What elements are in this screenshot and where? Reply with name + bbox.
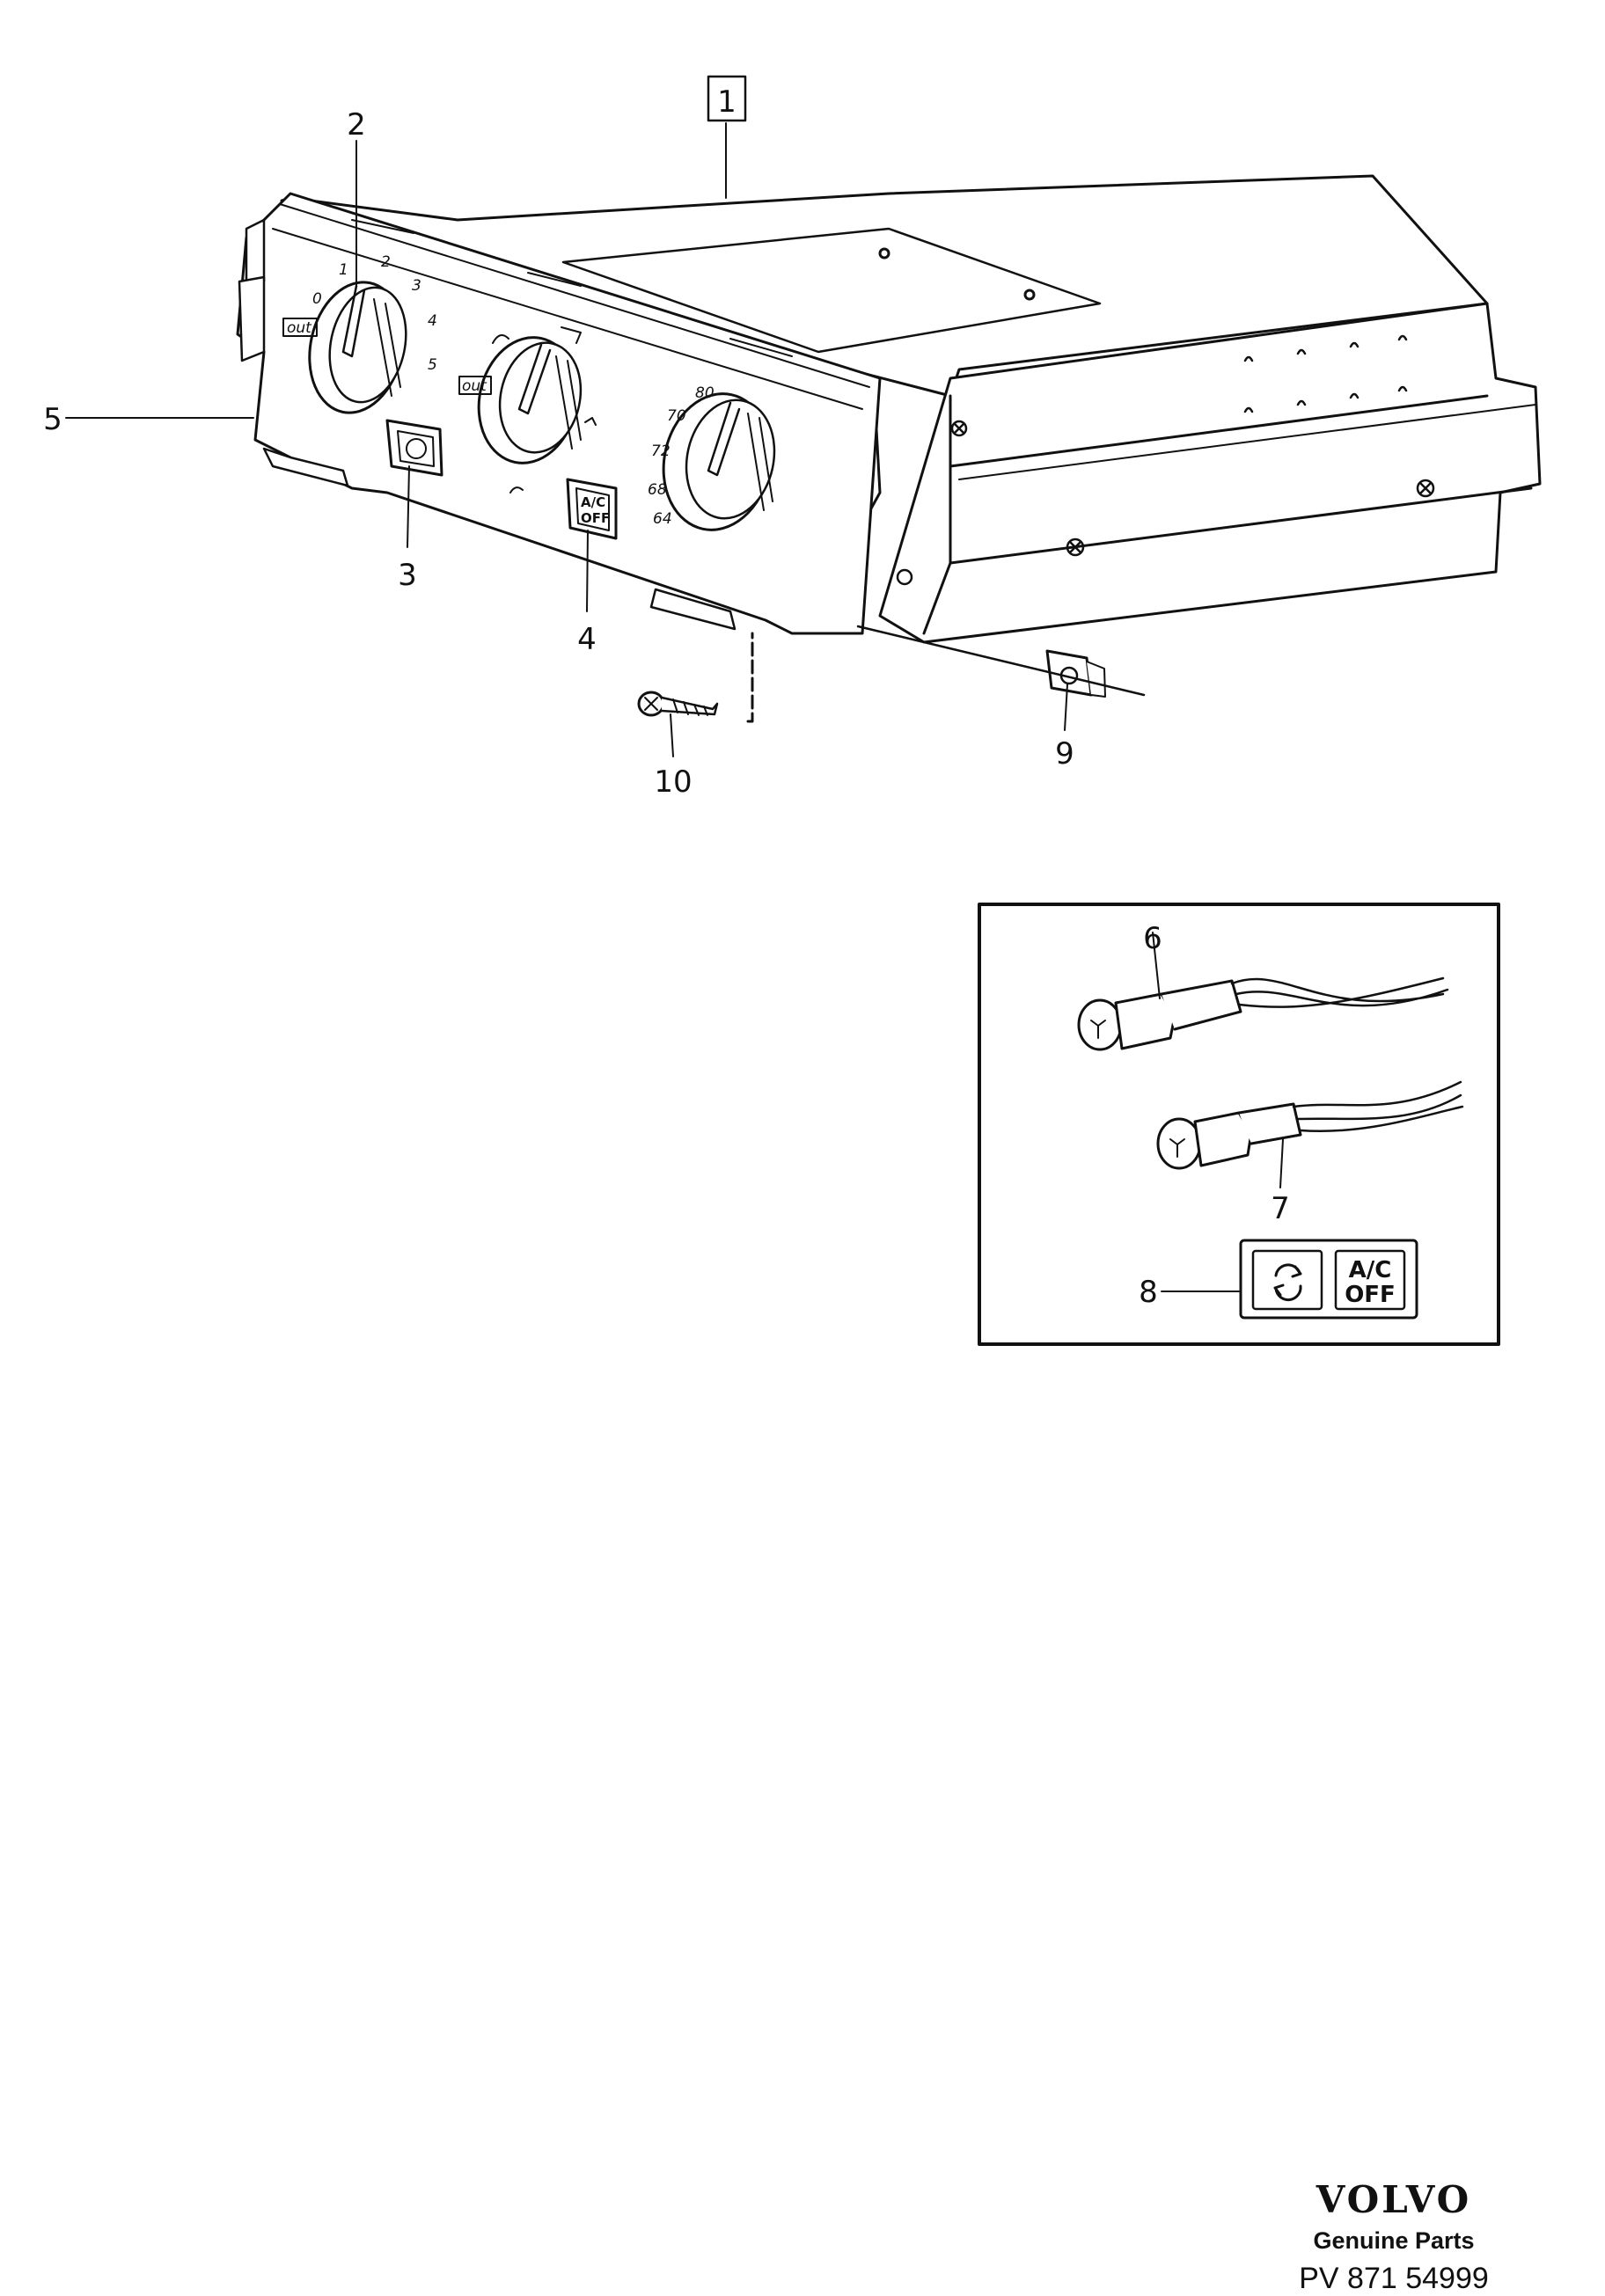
svg-text:68: 68 xyxy=(648,481,667,499)
housing-top-plate xyxy=(561,227,1102,354)
callout-4: 4 xyxy=(577,622,597,657)
button-set-8 xyxy=(1239,1239,1418,1320)
temperature-knob xyxy=(662,392,776,531)
out-label-mid: out xyxy=(462,377,487,395)
brand-logo: VOLVO xyxy=(1316,2178,1472,2221)
inset-frame xyxy=(978,903,1500,1346)
diagram-code: PV 871 54999 xyxy=(1299,2262,1489,2295)
screw-10 xyxy=(637,691,719,717)
housing-side xyxy=(878,302,1542,644)
recirculation-button xyxy=(385,419,443,477)
callout-10: 10 xyxy=(654,764,692,800)
inset-ac-line2: OFF xyxy=(1345,1282,1396,1308)
mid-knob-out-label xyxy=(458,376,492,395)
temperature-scale: 80 70 72 68 64 xyxy=(648,384,715,528)
callout-8: 8 xyxy=(1139,1275,1158,1310)
callout-9: 9 xyxy=(1055,736,1074,771)
genuine-parts-label: Genuine Parts xyxy=(1313,2227,1475,2254)
svg-text:5: 5 xyxy=(428,356,437,374)
panel-ac-line1: A/C xyxy=(581,494,605,510)
climate-control-unit xyxy=(280,174,1542,644)
callout-3: 3 xyxy=(398,558,417,593)
svg-text:70: 70 xyxy=(667,407,686,425)
clip-nut-9 xyxy=(1045,649,1106,698)
fan-knob-out-label xyxy=(282,318,318,337)
fan-speed-knob xyxy=(308,281,407,414)
callout-1: 1 xyxy=(717,84,737,120)
svg-text:1: 1 xyxy=(339,261,348,279)
side-screws xyxy=(896,420,1435,586)
panel-ac-line2: OFF xyxy=(581,510,610,526)
bulb-6 xyxy=(1077,976,1449,1051)
svg-text:64: 64 xyxy=(653,510,672,528)
air-distribution-knob xyxy=(477,326,597,494)
callout-1-box xyxy=(707,75,747,122)
vent-holes xyxy=(1243,334,1408,413)
callout-5: 5 xyxy=(43,402,62,437)
svg-text:3: 3 xyxy=(412,277,421,295)
svg-text:80: 80 xyxy=(695,384,715,402)
svg-text:0: 0 xyxy=(312,290,322,308)
svg-text:4: 4 xyxy=(428,312,437,330)
callout-2: 2 xyxy=(347,107,366,143)
fan-scale: 0 1 2 3 4 5 xyxy=(312,253,437,374)
svg-text:72: 72 xyxy=(651,442,671,460)
bulb-7 xyxy=(1156,1080,1464,1170)
svg-text:2: 2 xyxy=(381,253,391,271)
screw-alignment-line xyxy=(746,632,754,723)
recirculation-icon xyxy=(1273,1263,1302,1302)
callout-6: 6 xyxy=(1143,921,1162,956)
leader-lines xyxy=(65,122,1068,757)
out-label-left: out xyxy=(287,319,312,337)
footer: VOLVO Genuine Parts PV 871 54999 xyxy=(1279,2182,1508,2296)
ac-off-button xyxy=(566,478,618,540)
inset-ac-line1: A/C xyxy=(1349,1257,1392,1283)
callout-7: 7 xyxy=(1271,1191,1290,1226)
